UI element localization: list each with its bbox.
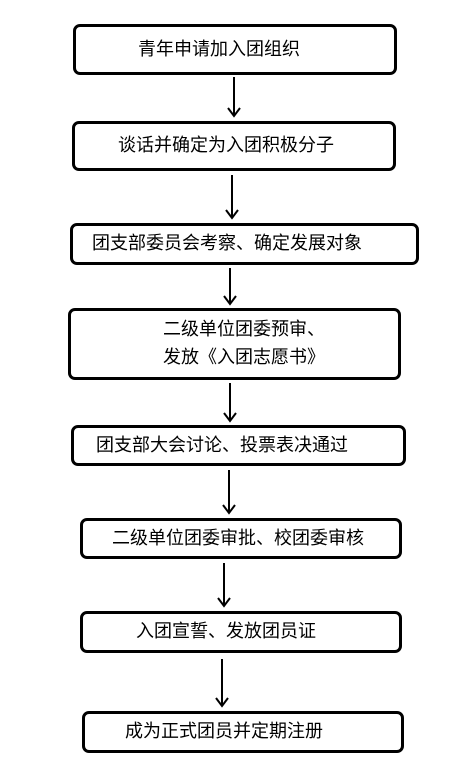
flow-arrow-1: [227, 77, 241, 118]
step-2-text: 谈话并确定为入团积极分子: [118, 135, 334, 156]
step-3-text: 团支部委员会考察、确定发展对象: [92, 233, 362, 254]
step-box-3: 团支部委员会考察、确定发展对象: [70, 223, 419, 265]
step-box-5: 团支部大会讨论、投票表决通过: [71, 425, 406, 466]
step-7-text: 入团宣誓、发放团员证: [136, 621, 316, 642]
flow-arrow-7: [215, 659, 229, 708]
flow-arrow-5: [222, 470, 236, 515]
step-4-text-line-1: 二级单位团委预审、: [163, 319, 325, 340]
step-5-text: 团支部大会讨论、投票表决通过: [96, 434, 348, 456]
flow-arrow-2: [225, 175, 239, 220]
step-box-1: 青年申请加入团组织: [73, 24, 397, 75]
step-6-text: 二级单位团委审批、校团委审核: [112, 527, 364, 549]
step-8-text: 成为正式团员并定期注册: [125, 721, 323, 742]
flow-arrow-4: [223, 383, 237, 423]
step-box-6: 二级单位团委审批、校团委审核: [80, 518, 402, 559]
step-4-text-line-2: 发放《入团志愿书》: [163, 347, 325, 368]
flow-arrow-6: [217, 563, 231, 608]
step-box-8: 成为正式团员并定期注册: [82, 711, 404, 753]
step-box-7: 入团宣誓、发放团员证: [80, 611, 402, 653]
step-box-2: 谈话并确定为入团积极分子: [72, 121, 396, 171]
step-box-4: 二级单位团委预审、 发放《入团志愿书》: [68, 308, 401, 380]
flow-arrow-3: [223, 268, 237, 306]
step-1-text: 青年申请加入团组织: [138, 38, 300, 60]
